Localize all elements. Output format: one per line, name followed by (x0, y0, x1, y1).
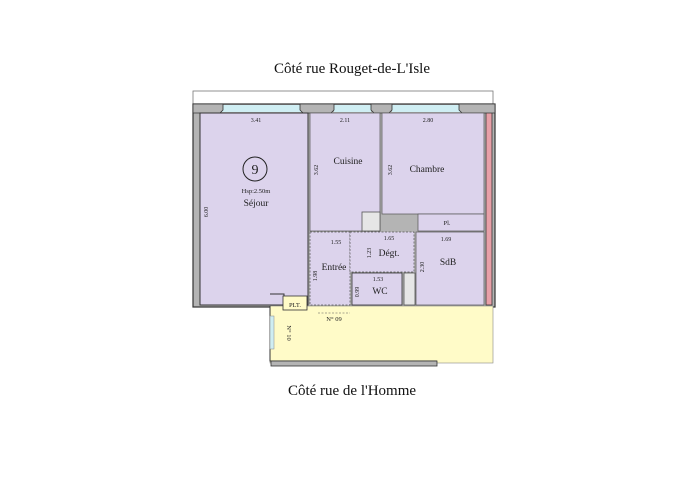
room-sejour[interactable] (199, 112, 309, 306)
dim-degt-depth: 1.23 (367, 248, 373, 259)
dim-chambre-width: 2.80 (423, 118, 434, 124)
label-entree: Entrée (322, 263, 347, 273)
room-chambre[interactable] (381, 112, 485, 215)
street-label-top: Côté rue Rouget-de-L'Isle (274, 61, 430, 77)
shaft (403, 272, 416, 306)
dim-chambre-depth: 3.62 (388, 165, 394, 176)
shaft (361, 211, 381, 232)
pier (299, 103, 335, 114)
label-plt: PLT. (289, 302, 301, 309)
dim-wc-width: 1.53 (373, 277, 384, 283)
door-10[interactable] (269, 315, 275, 350)
room-entree[interactable] (309, 231, 351, 306)
dim-sejour-width: 3.41 (251, 118, 262, 124)
ceiling-height: Hsp:2.50m (242, 188, 271, 195)
dim-wc-depth: 0.99 (355, 287, 361, 298)
label-sejour: Séjour (244, 199, 270, 209)
label-chambre: Chambre (410, 165, 445, 175)
landing[interactable] (269, 305, 494, 364)
street-label-bottom: Côté rue de l'Homme (287, 383, 417, 399)
pier (192, 103, 224, 114)
label-wc: WC (372, 287, 387, 297)
room-degagement[interactable] (349, 231, 415, 273)
room-placard[interactable] (417, 213, 485, 232)
label-placard: Pl. (443, 220, 450, 227)
lot-number: 9 (252, 163, 259, 178)
room-plt[interactable] (282, 295, 308, 311)
adjacent-wall (485, 111, 493, 306)
dim-degt-width: 1.65 (384, 236, 395, 242)
label-door-10: N° 10 (285, 325, 292, 340)
room-wc[interactable] (351, 272, 403, 306)
dim-sejour-depth: 6.00 (204, 207, 210, 218)
pier (458, 103, 496, 114)
room-cuisine[interactable] (309, 112, 381, 232)
dim-entree-width: 1.55 (331, 240, 342, 246)
dim-entree-depth: 1.98 (313, 271, 319, 282)
room-sdb[interactable] (415, 231, 485, 306)
pier (370, 103, 393, 114)
label-cuisine: Cuisine (333, 157, 362, 167)
dim-sdb-depth: 2.30 (420, 262, 426, 273)
label-degagement: Dégt. (379, 249, 400, 259)
window-chambre (392, 105, 462, 112)
window-cuisine (334, 105, 371, 112)
label-door-09: N° 09 (326, 316, 341, 323)
dim-cuisine-depth: 3.62 (314, 165, 320, 176)
dim-cuisine-width: 2.11 (340, 118, 350, 124)
dim-sdb-width: 1.69 (441, 237, 452, 243)
landing-bottom-wall (270, 360, 438, 367)
window-sejour (222, 105, 310, 112)
label-sdb: SdB (440, 258, 456, 268)
lot-badge (242, 156, 268, 182)
